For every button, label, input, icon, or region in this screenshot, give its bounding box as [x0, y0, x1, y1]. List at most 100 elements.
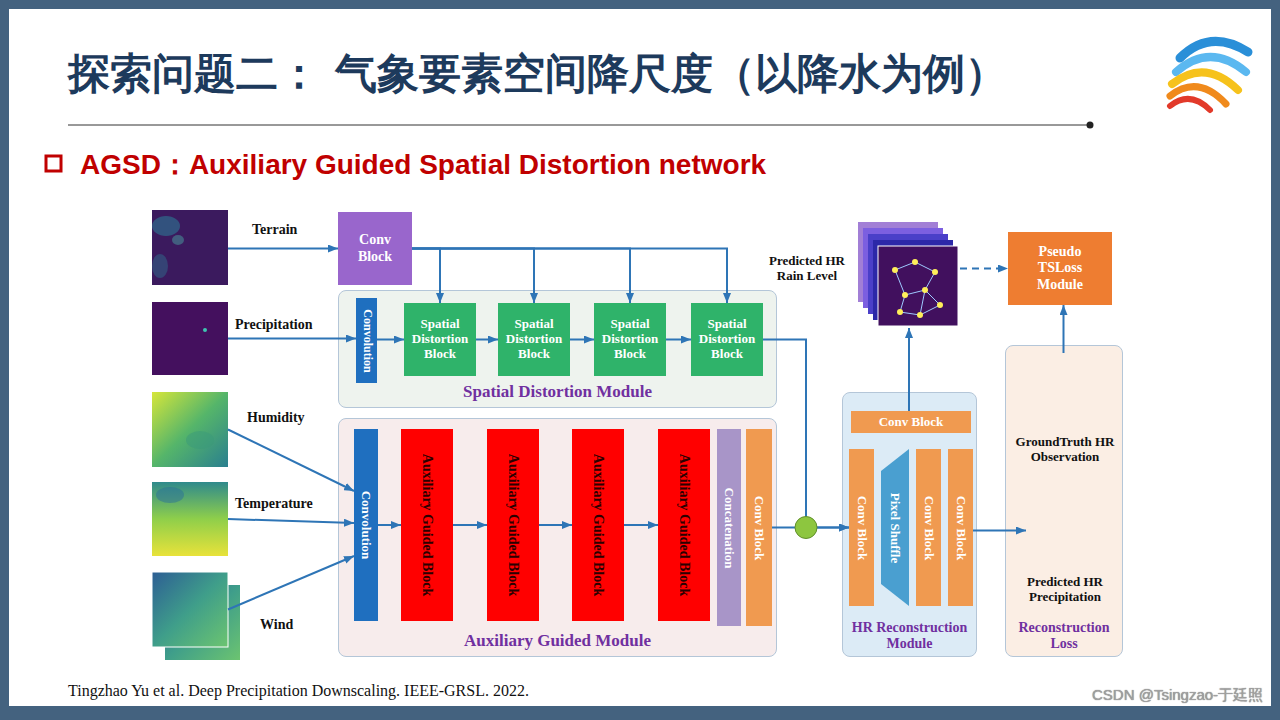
module-panel: Auxiliary Guided Module Convolution Auxili…: [338, 418, 777, 657]
input-map: Terrain: [152, 210, 228, 285]
conv-block: Conv Block: [338, 212, 412, 285]
node-label: Conv Block: [350, 232, 400, 264]
conv-block: Conv Block: [746, 429, 772, 626]
node-label: Auxiliary Guided Block: [590, 454, 606, 596]
rule-dot: [1087, 122, 1094, 129]
node-label: Pixel Shuffle: [888, 492, 903, 562]
connector-arrow: [960, 268, 1008, 270]
citation: Tingzhao Yu et al. Deep Precipitation Do…: [68, 682, 529, 700]
slide-title: 探索问题二： 气象要素空间降尺度（以降水为例）: [68, 46, 1007, 102]
distortion-block: Spatial Distortion Block: [594, 303, 666, 376]
node-label: Conv Block: [921, 495, 936, 560]
text-wrap: Pseudo TSLoss Module: [1029, 244, 1091, 292]
connector-arrow: [228, 338, 356, 340]
node-label: HR Reconstruction Module: [846, 620, 973, 652]
text-wrap: Auxiliary Guided Block: [590, 454, 606, 596]
connector-arrow: [453, 524, 487, 526]
connector-arrow: [908, 328, 910, 411]
temperature-map: [152, 482, 228, 556]
merge-node: [795, 517, 817, 539]
node-label: Temperature: [235, 496, 313, 512]
node-label: Auxiliary Guided Block: [505, 454, 521, 596]
rain-dot: [203, 328, 207, 332]
map-ground: [152, 482, 228, 556]
node-label: Precipitation: [235, 317, 313, 333]
text-wrap: Spatial Distortion Module: [342, 382, 773, 402]
map-ground: [152, 572, 228, 647]
station-graph: [892, 259, 943, 318]
module-panel: Spatial Distortion Module Convolution Spat…: [338, 290, 777, 408]
node-label: Predicted HR Rain Level: [758, 254, 856, 284]
connector-arrow: [539, 524, 572, 526]
section-heading-holder: AGSD：Auxiliary Guided Spatial Distortion…: [80, 146, 766, 184]
watermark-holder: CSDN @Tsingzao-于廷照: [1092, 686, 1263, 705]
text-wrap: Conv Block: [854, 495, 869, 560]
text-wrap: Predicted HR Rain Level: [758, 254, 856, 284]
node-label: Terrain: [252, 222, 297, 238]
text-wrap: Auxiliary Guided Block: [676, 454, 692, 596]
output-map: Predicted HR Precipitation: [1026, 493, 1101, 568]
text-wrap: Conv Block: [752, 495, 767, 560]
text-wrap: Concatenation: [722, 487, 737, 568]
text-wrap: Temperature: [233, 496, 315, 512]
node-label: Spatial Distortion Block: [500, 317, 568, 362]
connector-arrow: [228, 248, 338, 250]
connector-arrow: [570, 339, 594, 341]
node-label: Spatial Distortion Block: [406, 317, 474, 362]
wind-maps: [152, 572, 240, 660]
text-wrap: Conv Block: [921, 495, 936, 560]
text-wrap: Auxiliary Guided Block: [419, 454, 435, 596]
node-label: Auxiliary Guided Block: [676, 454, 692, 596]
node-label: Conv Block: [854, 495, 869, 560]
connector-arrow: [377, 339, 404, 341]
node-label: Humidity: [247, 410, 305, 426]
node-label: Conv Block: [752, 495, 767, 560]
node-label: Reconstruction Loss: [1009, 620, 1119, 652]
concat-layer: Concatenation: [717, 429, 741, 626]
map-patch: [186, 431, 214, 449]
connector-arrow: [624, 524, 658, 526]
loss-module: Pseudo TSLoss Module: [1008, 232, 1112, 305]
connector-arrow: [228, 556, 354, 610]
text-wrap: Convolution: [360, 309, 374, 372]
text-wrap: Convolution: [359, 491, 374, 560]
connector-arrow: [228, 430, 354, 492]
conv-layer: Convolution: [354, 429, 378, 621]
node-label: Wind: [260, 617, 293, 633]
text-wrap: Predicted HR Precipitation: [1008, 575, 1122, 605]
node-label: Auxiliary Guided Block: [419, 454, 435, 596]
conv-block: Conv Block: [948, 449, 973, 606]
text-wrap: Auxiliary Guided Module: [342, 631, 773, 651]
connector-arrow: [763, 340, 849, 528]
text-wrap: Conv Block: [879, 415, 944, 430]
text-wrap: HR Reconstruction Module: [846, 620, 973, 652]
text-wrap: Pixel Shuffle: [888, 492, 903, 562]
guided-block: Auxiliary Guided Block: [572, 429, 624, 621]
connector-arrow: [973, 530, 1026, 532]
text-wrap: Precipitation: [233, 317, 315, 333]
node-label: Spatial Distortion Block: [693, 317, 761, 362]
citation-holder: Tingzhao Yu et al. Deep Precipitation Do…: [68, 682, 529, 700]
text-wrap: Auxiliary Guided Block: [505, 454, 521, 596]
distortion-block: Spatial Distortion Block: [691, 303, 763, 376]
guided-block: Auxiliary Guided Block: [401, 429, 453, 621]
humidity-map: [152, 392, 228, 467]
node-label: Conv Block: [953, 495, 968, 560]
text-wrap: Spatial Distortion Block: [500, 317, 568, 362]
distortion-block: Spatial Distortion Block: [404, 303, 476, 376]
map-patch: [172, 235, 184, 245]
watermark: CSDN @Tsingzao-于廷照: [1092, 686, 1263, 705]
logo: [1170, 41, 1248, 110]
conv-block: Conv Block: [916, 449, 941, 606]
rain-level-stack: [858, 222, 958, 326]
input-map: Humidity: [152, 392, 228, 467]
map-patch: [156, 487, 184, 503]
connector-arrow: [378, 524, 401, 526]
connector-arrow: [228, 519, 354, 523]
logo-arc: [1170, 99, 1210, 110]
connector-arrow: [412, 249, 440, 304]
node-label: Convolution: [360, 309, 374, 372]
section-heading: AGSD：Auxiliary Guided Spatial Distortion…: [80, 146, 766, 184]
